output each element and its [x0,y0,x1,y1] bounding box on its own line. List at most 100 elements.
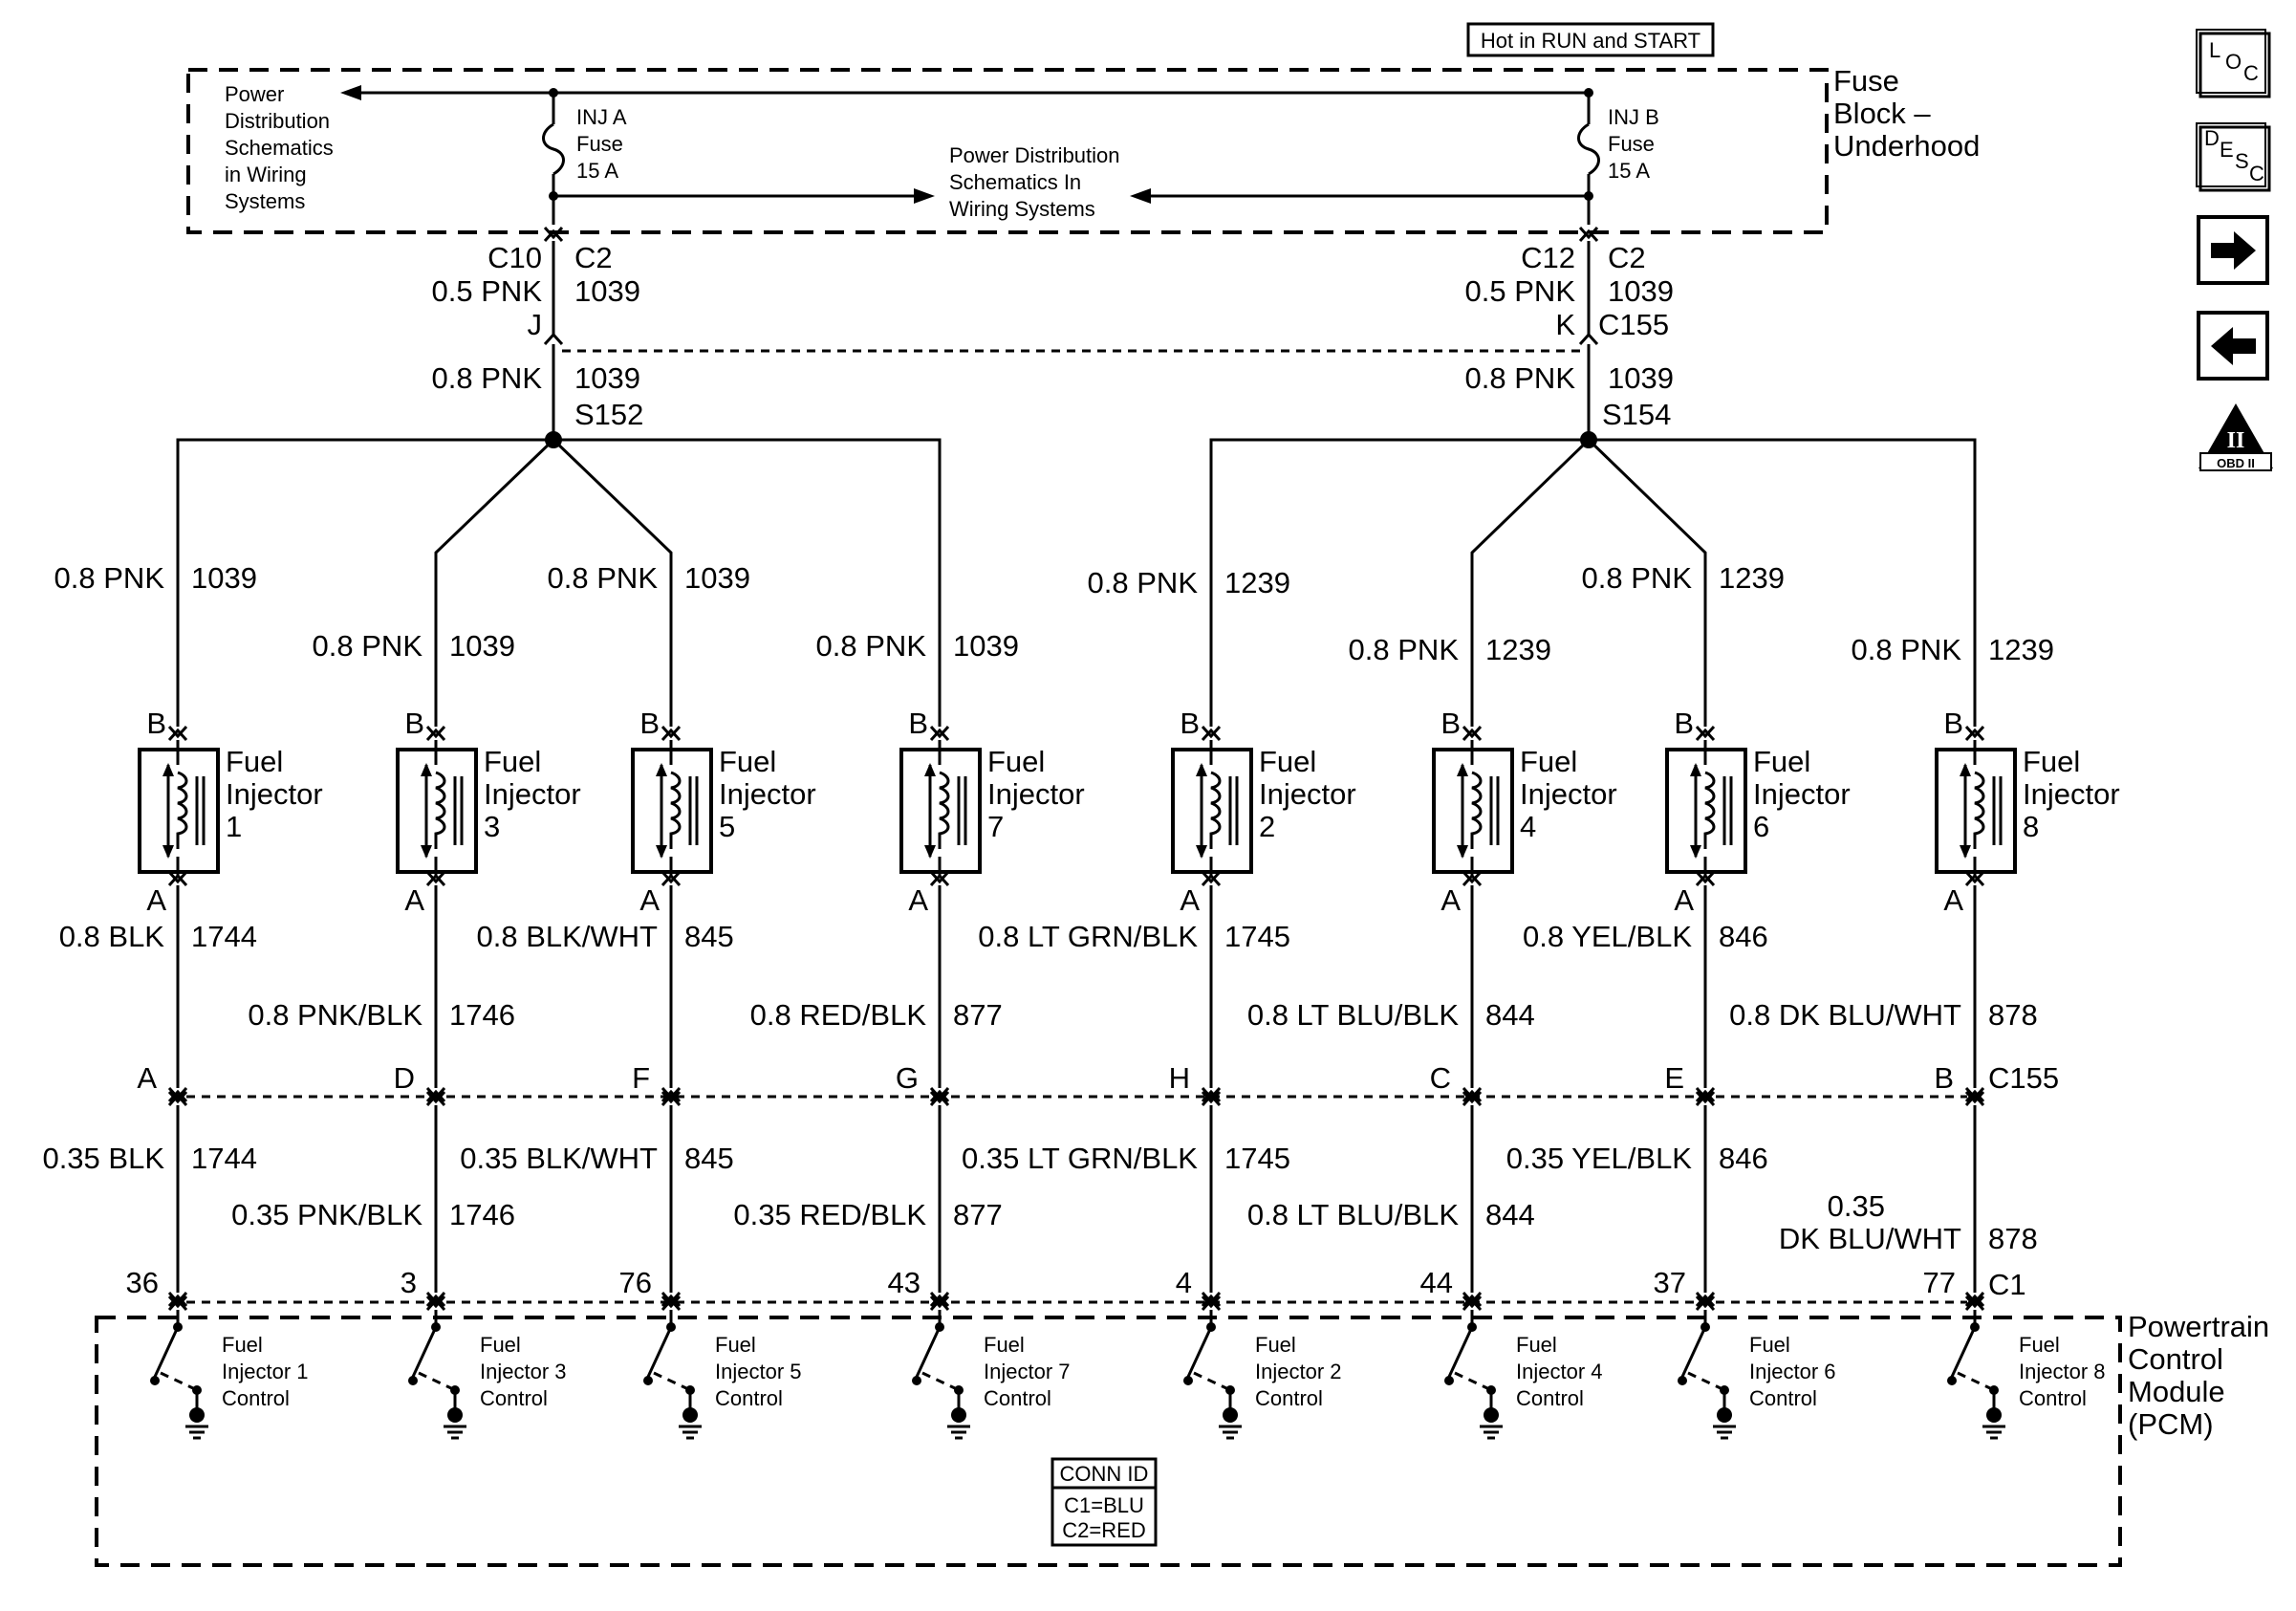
circuit-number-label: 1239 [1988,633,2054,666]
c155-pin-label: B [1934,1061,1954,1095]
control-label: Fuel [715,1333,756,1357]
wire-color-label: 0.35 BLK/WHT [460,1142,658,1175]
pcm-pin-label: 4 [1176,1266,1192,1299]
c155-pin-label: A [137,1061,157,1095]
wire-color-label: 0.8 BLK [59,920,165,953]
svg-text:Fuse: Fuse [1833,64,1899,98]
c155-pin-label: C [1430,1061,1451,1095]
circuit-number-label: 846 [1719,1142,1768,1175]
circuit-number-label: 844 [1485,1198,1535,1231]
right-arrow-icon [2211,231,2256,270]
svg-text:C155: C155 [1598,308,1669,341]
control-label: Injector 3 [480,1360,567,1383]
control-label: Fuel [2019,1333,2060,1357]
fuel-injector-coil-icon [1171,748,1253,874]
control-label: Injector 1 [222,1360,309,1383]
svg-text:C2: C2 [574,241,613,274]
desc-button[interactable]: D E S C [2196,122,2271,192]
svg-text:S152: S152 [574,398,643,431]
c1-label: C1 [1988,1268,2026,1301]
injector-name-label: Injector [1259,777,1356,811]
loc-button[interactable]: L O C [2196,29,2271,98]
center-power-reference: Power Distribution Schematics In Wiring … [553,143,1589,221]
svg-text:1039: 1039 [1608,361,1674,395]
svg-text:C1=BLU: C1=BLU [1064,1493,1144,1517]
wire-color-label: 0.8 PNK [313,629,423,663]
svg-text:1039: 1039 [1608,274,1674,308]
injector-name-label: Fuel [1259,745,1316,778]
svg-text:0.5 PNK: 0.5 PNK [1465,274,1576,308]
conn-id-box: CONN ID C1=BLU C2=RED [1051,1457,1158,1547]
fuel-injector-coil-icon [1432,748,1514,874]
pin-b-label: B [1440,707,1461,740]
svg-text:in Wiring: in Wiring [225,163,307,186]
hot-label: Hot in RUN and START [1466,22,1715,57]
circuit-number-label: 1239 [1224,566,1290,599]
injector-number-label: 7 [987,810,1004,843]
driver-switch-ground-icon [1183,1310,1242,1440]
c155-pin-label: E [1664,1061,1684,1095]
injector-name-label: Injector [484,777,581,811]
svg-text:1039: 1039 [574,361,640,395]
svg-text:O: O [2225,50,2242,74]
pin-b-label: B [146,707,166,740]
obd-ii-button[interactable]: II OBD II [2199,403,2273,471]
next-page-button[interactable] [2197,215,2269,285]
circuit-number-label: 1039 [684,561,750,595]
left-power-reference: Power Distribution Schematics in Wiring … [225,82,334,213]
pin-a-label: A [908,883,928,917]
control-label: Injector 4 [1516,1360,1603,1383]
wire-color-label: 0.8 YEL/BLK [1523,920,1692,953]
control-label: Control [480,1386,548,1410]
fuse-inj-a: INJ A Fuse 15 A [542,93,627,225]
wire-color-label: DK BLU/WHT [1779,1222,1961,1255]
driver-switch-ground-icon [1678,1310,1736,1440]
c155-pin-label: G [896,1061,919,1095]
pcm-boundary [95,1316,2122,1567]
svg-text:Powertrain: Powertrain [2128,1310,2269,1343]
left-arrow-icon [2211,327,2256,365]
injector-number-label: 1 [226,810,242,843]
wire-color-label: 0.8 PNK [548,561,659,595]
injector-name-label: Injector [1520,777,1617,811]
circuit-number-label: 1745 [1224,920,1290,953]
svg-text:E: E [2220,138,2234,162]
injector-number-label: 4 [1520,810,1536,843]
c155-label: C155 [1988,1061,2059,1095]
wire-color-label: 0.8 BLK/WHT [477,920,659,953]
svg-text:C: C [2243,61,2259,85]
driver-switch-ground-icon [643,1310,702,1440]
circuit-number-label: 1039 [953,629,1019,663]
svg-text:Underhood: Underhood [1833,129,1980,163]
pin-b-label: B [1943,707,1963,740]
control-label: Injector 2 [1255,1360,1342,1383]
injector-name-label: Fuel [2023,745,2080,778]
control-label: Control [1749,1386,1817,1410]
injector-name-label: Fuel [484,745,541,778]
injector-name-label: Fuel [987,745,1045,778]
pin-a-label: A [1440,883,1461,917]
wire-color-label: 0.35 [1828,1189,1885,1223]
pcm-pin-label: 77 [1923,1266,1956,1299]
pcm-pin-label: 44 [1420,1266,1453,1299]
control-label: Control [1255,1386,1323,1410]
driver-switch-ground-icon [1444,1310,1503,1440]
svg-text:C2: C2 [1608,241,1646,274]
c155-pin-label: D [394,1061,415,1095]
prev-page-button[interactable] [2197,311,2269,381]
svg-text:1039: 1039 [574,274,640,308]
pin-b-label: B [639,707,660,740]
wire-color-label: 0.8 PNK [1088,566,1199,599]
circuit-number-label: 877 [953,1198,1003,1231]
svg-text:D: D [2204,126,2220,150]
injector-name-label: Injector [2023,777,2120,811]
svg-text:Module: Module [2128,1375,2225,1408]
svg-text:K: K [1555,308,1575,341]
wire-color-label: 0.8 PNK [1349,633,1460,666]
circuit-number-label: 846 [1719,920,1768,953]
circuit-number-label: 845 [684,920,734,953]
left-feed: C10 C2 0.5 PNK 1039 J 0.8 PNK 1039 S152 [432,226,643,440]
